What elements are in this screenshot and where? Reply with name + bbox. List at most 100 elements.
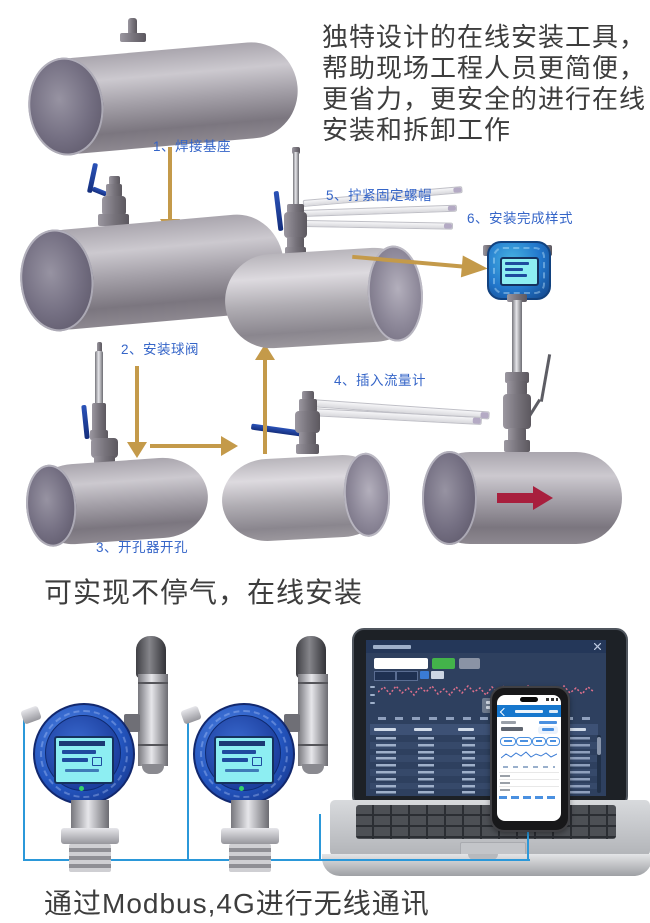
laptop xyxy=(318,622,650,880)
flow-meter-display xyxy=(500,257,539,286)
gas-transmitter-2 xyxy=(180,630,340,875)
phone-row-label xyxy=(501,721,516,724)
phone-notch xyxy=(520,697,538,702)
arrow-step2-down-icon xyxy=(127,366,147,458)
tool-handle-rod xyxy=(302,220,454,230)
valve-handle-wire xyxy=(539,354,552,402)
table-row xyxy=(370,768,598,776)
pipe-step4 xyxy=(219,452,391,544)
phone-screen xyxy=(497,695,561,821)
laptop-base-notch xyxy=(468,854,498,860)
modbus-wire-laptop xyxy=(319,814,321,861)
table-row xyxy=(370,762,598,769)
valve-neck xyxy=(106,184,122,197)
arrow-step4-up-icon xyxy=(255,344,275,456)
caption-communication: 通过Modbus,4G进行无线通讯 xyxy=(44,888,430,919)
dashboard-search-button xyxy=(432,658,455,669)
valve-body xyxy=(102,196,126,216)
phone-status-icons xyxy=(546,698,558,701)
phone-list-row xyxy=(499,786,559,794)
dashboard-titlebar xyxy=(366,640,606,653)
valve-collar xyxy=(287,204,304,213)
table-row xyxy=(370,775,598,783)
stem-rod xyxy=(293,152,299,210)
dashboard-reset-button xyxy=(459,658,480,669)
arrow-step3-right-icon xyxy=(150,436,240,456)
valve-flange xyxy=(98,214,129,226)
valve-cap xyxy=(109,176,120,185)
scrollbar-thumb xyxy=(597,737,601,755)
phone-header-icons xyxy=(549,709,558,713)
modbus-wire-device2 xyxy=(187,712,189,861)
stem-rod xyxy=(512,300,522,376)
table-row xyxy=(370,735,598,742)
status-led xyxy=(239,786,244,791)
step6-label: 6、安装完成样式 xyxy=(467,211,574,226)
dashboard-date-to xyxy=(396,671,418,681)
stem-tip xyxy=(292,147,300,154)
dashboard-date-from xyxy=(374,671,396,681)
table-row xyxy=(370,782,598,790)
dashboard-export-button xyxy=(431,671,444,679)
step2-label: 2、安装球阀 xyxy=(121,342,200,357)
process-foot xyxy=(229,844,271,872)
phone-section-title xyxy=(501,727,523,731)
step5-label: 5、拧紧固定螺帽 xyxy=(326,188,433,203)
modbus-wire-device1 xyxy=(23,712,25,861)
phone-app-title xyxy=(515,709,543,713)
valve-handle xyxy=(81,404,90,440)
valve-cap xyxy=(302,391,314,400)
flow-direction-arrow-icon xyxy=(497,486,555,510)
phone-footer-links xyxy=(499,796,559,799)
table-row xyxy=(370,748,598,756)
modbus-wire-phone xyxy=(527,824,529,861)
process-flange xyxy=(61,828,119,844)
antenna-body xyxy=(138,674,168,766)
gas-transmitter-1 xyxy=(20,630,180,875)
chart-x-labels xyxy=(378,717,590,720)
valve-lower xyxy=(287,237,304,249)
valve-flange xyxy=(285,247,306,256)
device-lcd xyxy=(54,736,114,784)
step1-label: 1、焊接基座 xyxy=(153,139,232,154)
phone-filter-pill xyxy=(516,737,532,746)
valve-lower xyxy=(299,432,316,445)
tool-handle-rod xyxy=(302,204,458,217)
valve-flange xyxy=(504,440,530,452)
process-foot xyxy=(69,844,111,872)
weld-nozzle-flange xyxy=(120,33,146,42)
dashboard-query-button xyxy=(420,671,429,679)
valve-flange xyxy=(296,444,319,454)
drill-rod xyxy=(95,351,103,405)
table-rows xyxy=(370,735,598,796)
drill-rod-tip xyxy=(97,342,102,353)
antenna-cap xyxy=(296,636,326,678)
phone-row-link xyxy=(539,721,557,724)
intro-text: 独特设计的在线安装工具， 帮助现场工程人员更简便， 更省力，更安全的进行在线安装… xyxy=(322,22,650,145)
phone-chart-axis xyxy=(503,766,555,768)
valve-body xyxy=(503,394,531,429)
antenna-taper xyxy=(302,764,324,774)
back-icon xyxy=(499,707,509,716)
valve-handle xyxy=(273,190,284,232)
laptop-keyboard-deck xyxy=(330,800,650,856)
table-row xyxy=(370,741,598,749)
step3-label: 3、开孔器开孔 xyxy=(96,540,189,555)
valve-body xyxy=(295,411,320,433)
scrollbar xyxy=(597,735,601,793)
phone-app-header xyxy=(497,705,561,717)
phone-mini-chart xyxy=(501,751,557,759)
valve-collar xyxy=(90,430,108,440)
table-row xyxy=(370,755,598,763)
valve-collar xyxy=(505,372,529,383)
laptop-base xyxy=(322,854,650,876)
status-led xyxy=(79,786,84,791)
antenna-body xyxy=(298,674,328,766)
phone-list-row xyxy=(499,772,559,780)
close-icon xyxy=(594,643,601,650)
laptop-dashboard-screen xyxy=(366,640,606,796)
side-plug xyxy=(20,705,42,725)
valve-neck xyxy=(299,399,317,412)
table-row xyxy=(370,789,598,796)
